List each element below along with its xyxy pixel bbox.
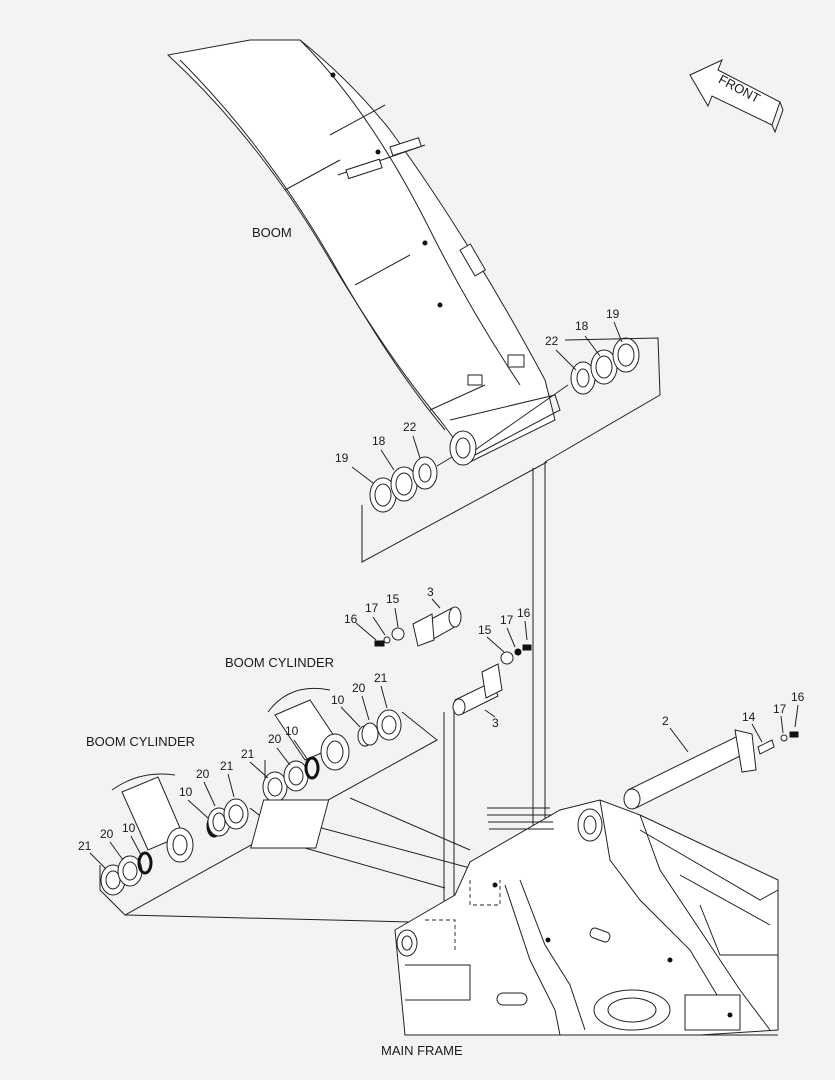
callout-20d: 20 [100, 827, 114, 841]
callout-21c: 21 [220, 759, 234, 773]
shim-group-left: 19 18 22 [335, 420, 548, 563]
callout-18b: 18 [372, 434, 386, 448]
shim-group-bottom-left: 21 20 10 [78, 821, 153, 896]
main-frame-structure [250, 799, 779, 1036]
callout-20: 20 [352, 681, 366, 695]
shim-group-middle: 21 20 10 [241, 724, 320, 803]
callout-16c: 16 [791, 690, 805, 704]
callout-21: 21 [374, 671, 388, 685]
main-frame-label: MAIN FRAME [381, 1043, 463, 1058]
boom-label: BOOM [252, 225, 292, 240]
boom-structure [166, 39, 561, 466]
callout-16b: 16 [517, 606, 531, 620]
callout-10c: 10 [179, 785, 193, 799]
boom-cylinder-upper: BOOM CYLINDER 10 20 21 [225, 655, 438, 821]
callout-10d: 10 [122, 821, 136, 835]
callout-15: 15 [386, 592, 400, 606]
front-arrow: FRONT [689, 59, 784, 134]
shim-group-right: 22 18 19 [474, 307, 661, 463]
callout-21b: 21 [241, 747, 255, 761]
callout-22b: 22 [403, 420, 417, 434]
pin-3-upper: 16 17 15 3 [344, 585, 462, 647]
pin-2: 2 14 17 16 [623, 690, 805, 810]
callout-17c: 17 [773, 702, 787, 716]
callout-3b: 3 [492, 716, 499, 730]
callout-17b: 17 [500, 613, 514, 627]
callout-15b: 15 [478, 623, 492, 637]
callout-16: 16 [344, 612, 358, 626]
callout-17: 17 [365, 601, 379, 615]
callout-21d: 21 [78, 839, 92, 853]
callout-18: 18 [575, 319, 589, 333]
callout-10: 10 [331, 693, 345, 707]
callout-19: 19 [606, 307, 620, 321]
callout-19b: 19 [335, 451, 349, 465]
boom-cylinder-upper-label: BOOM CYLINDER [225, 655, 334, 670]
callout-20c: 20 [196, 767, 210, 781]
callout-3: 3 [427, 585, 434, 599]
pin-3-lower: 15 17 16 3 [452, 606, 532, 730]
callout-20b: 20 [268, 732, 282, 746]
callout-22: 22 [545, 334, 559, 348]
callout-14: 14 [742, 710, 756, 724]
callout-2: 2 [662, 714, 669, 728]
callout-10b: 10 [285, 724, 299, 738]
boom-cylinder-lower-label: BOOM CYLINDER [86, 734, 195, 749]
